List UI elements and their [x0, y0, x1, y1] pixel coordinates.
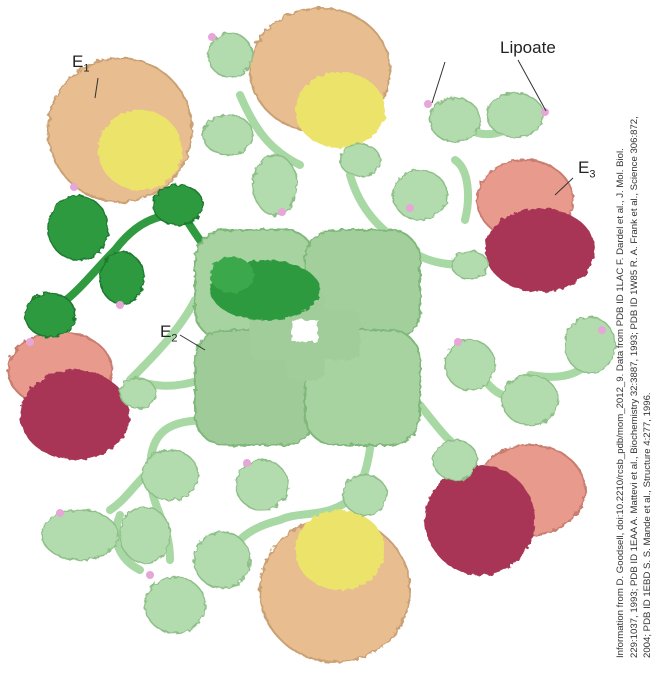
lipoyl-domain — [141, 449, 199, 501]
lipoyl-domain — [41, 509, 119, 561]
label-e3-base: E — [578, 158, 590, 177]
lipoyl-domain — [342, 474, 388, 516]
label-e1-sub: 1 — [83, 62, 90, 75]
credit-line-1: Information from D. Goodsell, doi:10.221… — [614, 148, 626, 658]
lipoyl-domain — [429, 97, 481, 143]
lipoyl-domain — [119, 377, 157, 409]
lipoyl-domain — [392, 169, 448, 221]
e1-complex-bottom — [259, 510, 411, 663]
lipoyl-domain — [432, 439, 478, 481]
source-credit: Information from D. Goodsell, doi:10.221… — [614, 18, 655, 658]
lipoyl-domain — [235, 459, 289, 511]
lipoyl-domain — [144, 576, 206, 634]
label-e2: E2 — [160, 322, 177, 344]
label-e1-base: E — [72, 52, 84, 71]
e3-complex-left — [7, 331, 130, 460]
e2-highlighted-subunit — [210, 257, 320, 320]
label-e3: E3 — [578, 158, 595, 180]
lipoyl-domain — [119, 506, 171, 564]
label-leaders — [94, 59, 574, 351]
lipoyl-domain — [564, 316, 616, 374]
lipoate-tips — [26, 33, 606, 579]
lipoyl-domain — [501, 374, 559, 426]
label-e2-base: E — [160, 322, 172, 341]
lipoyl-domain — [444, 339, 496, 391]
lipoyl-domain — [252, 154, 298, 216]
highlighted-domains — [24, 184, 204, 338]
lipoyl-domain — [207, 32, 253, 78]
lipoyl-domain — [339, 143, 381, 177]
lipoyl-domain — [202, 114, 254, 156]
credit-line-3: 2004; PDB ID 1EBD S. S. Mande et al., St… — [641, 392, 653, 658]
label-e1: E1 — [72, 52, 89, 74]
credit-line-2: 229:1037, 1993; PDB ID 1EAA A. Mattevi e… — [628, 116, 640, 658]
label-e3-sub: 3 — [589, 168, 596, 181]
label-e2-sub: 2 — [171, 332, 178, 345]
lipoyl-domain — [193, 531, 251, 589]
e3-complex-right-upper — [476, 159, 595, 292]
e1-complex-top — [249, 7, 391, 148]
linker-left-bottom-2 — [112, 511, 144, 574]
lipoyl-domain — [451, 250, 489, 280]
linker-top — [236, 91, 304, 169]
e1-complex-top-left — [47, 57, 193, 203]
e3-complex-right-lower — [425, 444, 586, 575]
label-lipoate: Lipoate — [500, 38, 556, 57]
lipoyl-domain — [486, 92, 544, 138]
